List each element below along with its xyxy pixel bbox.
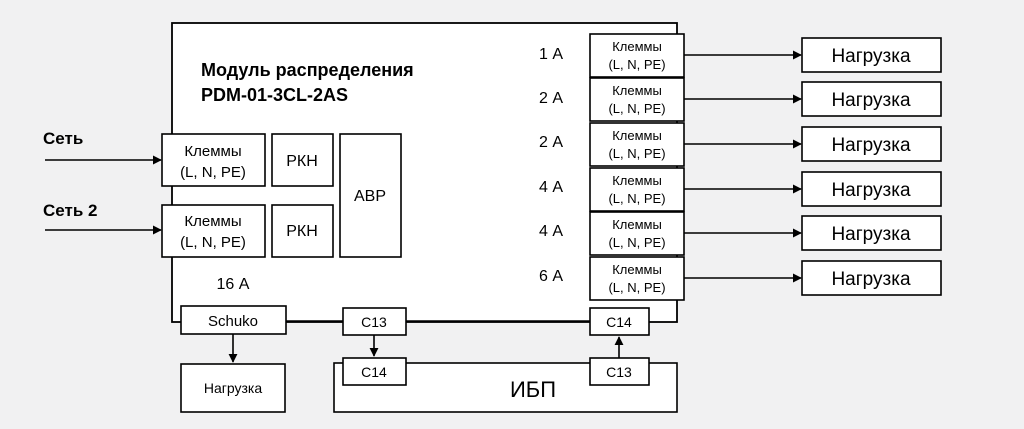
output-6-terminals-phases: (L, N, PE) — [608, 280, 665, 295]
output-6: 6 А Клеммы (L, N, PE) Нагрузка — [539, 256, 942, 301]
output-4-terminals-phases: (L, N, PE) — [608, 191, 665, 206]
module-title: Модуль распределения — [201, 60, 414, 80]
ats-box — [339, 133, 402, 258]
input-2-voltage-relay-label: РКН — [286, 223, 318, 240]
output-3-terminals — [589, 122, 685, 167]
input-1-terminals — [161, 133, 266, 187]
input-2-label: Сеть 2 — [43, 201, 97, 220]
output-4: 4 А Клеммы (L, N, PE) Нагрузка — [539, 167, 942, 212]
input-2: Сеть 2 Клеммы (L, N, PE) РКН — [43, 201, 334, 258]
output-5-terminals — [589, 211, 685, 256]
ups-c13-connector — [589, 357, 650, 386]
input-2-terminals-phases: (L, N, PE) — [180, 234, 246, 251]
output-1-load — [801, 37, 942, 73]
output-6-terminals — [589, 256, 685, 301]
output-6-terminals-title: Клеммы — [612, 262, 662, 277]
input-1-voltage-relay-label: РКН — [286, 153, 318, 170]
module-c13-label: C13 — [361, 314, 387, 330]
ats-label: АВР — [354, 188, 386, 205]
module-model: PDM-01-3CL-2AS — [201, 85, 348, 105]
output-4-current: 4 А — [539, 179, 563, 196]
output-6-load-label: Нагрузка — [831, 269, 911, 290]
output-3-current: 2 А — [539, 134, 563, 151]
output-2: 2 А Клеммы (L, N, PE) Нагрузка — [539, 77, 942, 122]
output-1-terminals-phases: (L, N, PE) — [608, 57, 665, 72]
input-2-terminals — [161, 204, 266, 258]
input-2-terminals-title: Клеммы — [184, 213, 241, 230]
output-5-terminals-phases: (L, N, PE) — [608, 235, 665, 250]
output-2-terminals-title: Клеммы — [612, 83, 662, 98]
output-3: 2 А Клеммы (L, N, PE) Нагрузка — [539, 122, 942, 167]
output-3-terminals-title: Клеммы — [612, 128, 662, 143]
output-2-load-label: Нагрузка — [831, 90, 911, 111]
ups-c13-label: C13 — [606, 364, 632, 380]
output-5: 4 А Клеммы (L, N, PE) Нагрузка — [539, 211, 942, 256]
output-4-load — [801, 171, 942, 207]
schuko-label: Schuko — [208, 313, 258, 330]
ups-c14-label: C14 — [361, 364, 387, 380]
ups-label: ИБП — [510, 377, 556, 402]
module-c14-connector — [589, 307, 650, 336]
schuko-socket — [180, 305, 287, 335]
input-1-label: Сеть — [43, 129, 83, 148]
output-1-load-label: Нагрузка — [831, 46, 911, 67]
output-2-current: 2 А — [539, 90, 563, 107]
output-4-load-label: Нагрузка — [831, 180, 911, 201]
output-1-terminals — [589, 33, 685, 78]
output-3-terminals-phases: (L, N, PE) — [608, 146, 665, 161]
output-4-terminals-title: Клеммы — [612, 173, 662, 188]
module-c14-label: C14 — [606, 314, 632, 330]
ups-c14-connector — [342, 357, 407, 386]
schuko-load — [180, 363, 286, 413]
output-5-load — [801, 215, 942, 251]
output-6-current: 6 А — [539, 268, 563, 285]
output-2-load — [801, 81, 942, 117]
outputs: 1 А Клеммы (L, N, PE) Нагрузка 2 А Клемм… — [539, 33, 942, 301]
input-1-voltage-relay — [271, 133, 334, 187]
output-3-load-label: Нагрузка — [831, 135, 911, 156]
output-3-load — [801, 126, 942, 162]
output-1-terminals-title: Клеммы — [612, 39, 662, 54]
schuko-load-label: Нагрузка — [204, 380, 262, 396]
output-2-terminals-phases: (L, N, PE) — [608, 101, 665, 116]
output-5-load-label: Нагрузка — [831, 224, 911, 245]
output-5-current: 4 А — [539, 223, 563, 240]
output-6-load — [801, 260, 942, 296]
output-1: 1 А Клеммы (L, N, PE) Нагрузка — [539, 33, 942, 78]
input-2-voltage-relay — [271, 204, 334, 258]
output-4-terminals — [589, 167, 685, 212]
output-5-terminals-title: Клеммы — [612, 217, 662, 232]
input-1-terminals-phases: (L, N, PE) — [180, 164, 246, 181]
input-1: Сеть Клеммы (L, N, PE) РКН — [43, 129, 334, 187]
schuko-current: 16 А — [217, 276, 250, 293]
output-1-current: 1 А — [539, 46, 563, 63]
input-1-terminals-title: Клеммы — [184, 143, 241, 160]
